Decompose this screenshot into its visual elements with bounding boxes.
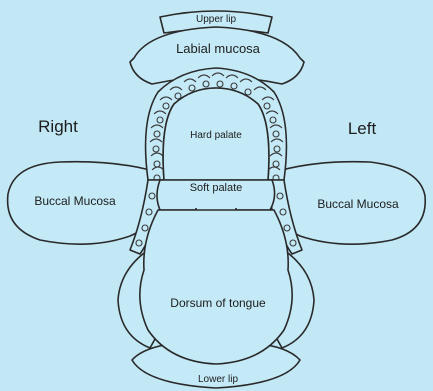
dorsum-of-tongue-label: Dorsum of tongue bbox=[170, 296, 266, 310]
soft-palate-label: Soft palate bbox=[190, 182, 243, 194]
hard-palate-label: Hard palate bbox=[190, 130, 242, 141]
upper-lip-label: Upper lip bbox=[196, 14, 236, 25]
labial-mucosa-label: Labial mucosa bbox=[176, 41, 261, 56]
left-label: Left bbox=[348, 119, 377, 138]
lower-lip-label: Lower lip bbox=[198, 374, 238, 385]
right-label: Right bbox=[38, 117, 78, 136]
buccal-mucosa-right-label: Buccal Mucosa bbox=[34, 194, 116, 208]
dorsum-of-tongue-region bbox=[140, 210, 292, 364]
buccal-mucosa-left-label: Buccal Mucosa bbox=[317, 197, 399, 211]
